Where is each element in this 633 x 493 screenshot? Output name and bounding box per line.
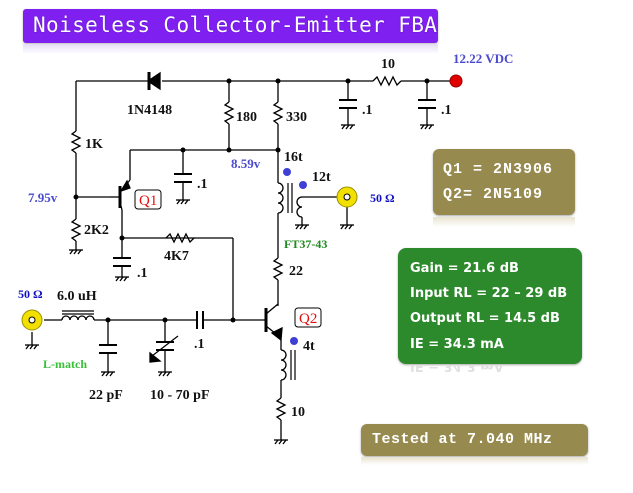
label-r10-emitter: 10 <box>291 405 305 420</box>
resistor-4k7 <box>165 232 195 244</box>
label-r330: 330 <box>286 110 307 125</box>
resistor-22 <box>272 257 284 281</box>
transistor-q1 <box>110 179 131 238</box>
resistor-2k2 <box>70 218 82 242</box>
resistor-180 <box>223 101 235 125</box>
supply-terminal <box>449 74 463 88</box>
label-r180: 180 <box>236 110 257 125</box>
label-c-q1-emitter: .1 <box>197 177 208 192</box>
supply-voltage: 12.22 VDC <box>453 51 513 66</box>
label-q1: Q1 <box>139 193 157 209</box>
title-reflection <box>23 44 438 54</box>
resistor-10-emitter <box>275 397 287 421</box>
label-c-q1-collector: .1 <box>137 266 148 281</box>
phase-dots <box>283 168 307 345</box>
results-box: Gain = 21.6 dB Input RL = 22 – 29 dB Out… <box>398 248 582 364</box>
resistor-1k <box>70 130 82 154</box>
label-c-22pf: 22 pF <box>89 388 123 403</box>
result-output-rl: Output RL = 14.5 dB <box>410 311 560 326</box>
title-banner: Noiseless Collector-Emitter FBA <box>23 9 438 43</box>
diode-1n4148 <box>146 71 161 91</box>
tested-frequency: Tested at 7.040 MHz <box>372 431 553 448</box>
q1-label-box <box>134 189 162 210</box>
model-line-1: Q1 = 2N3906 <box>443 161 554 178</box>
resistor-330 <box>272 101 284 125</box>
label-t-secondary: 12t <box>312 170 331 185</box>
label-t-emitter: 4t <box>303 339 315 354</box>
inductor-6uh <box>61 315 95 321</box>
label-r2k2: 2K2 <box>84 223 109 238</box>
result-ie: IE = 34.3 mA <box>410 337 504 352</box>
label-r4k7: 4K7 <box>164 249 189 264</box>
label-diode: 1N4148 <box>127 103 172 118</box>
label-c-supply-2: .1 <box>441 103 452 118</box>
label-c-trimmer: 10 - 70 pF <box>150 388 210 403</box>
result-input-rl: Input RL = 22 – 29 dB <box>410 286 568 301</box>
voltage-q1-base: 7.95v <box>28 190 58 205</box>
label-c-supply-1: .1 <box>362 103 373 118</box>
label-r1k: 1K <box>85 137 103 152</box>
transistor-models-box: Q1 = 2N3906 Q2= 2N5109 <box>433 149 575 215</box>
ground-icon <box>69 249 83 255</box>
resistor-10-supply <box>372 75 402 87</box>
voltage-q1-emitter: 8.59v <box>231 156 261 171</box>
results-reflection: IE = 34.3 mA <box>398 366 582 388</box>
result-gain: Gain = 21.6 dB <box>410 261 519 276</box>
transistor-q2 <box>233 303 283 342</box>
label-input-port: 50 Ω <box>18 287 43 301</box>
tested-reflection <box>361 457 588 465</box>
tested-box: Tested at 7.040 MHz <box>361 424 588 456</box>
input-connector <box>21 309 43 331</box>
label-c-coupling: .1 <box>194 337 205 352</box>
output-connector <box>336 186 358 208</box>
label-t-primary: 16t <box>284 150 303 165</box>
title: Noiseless Collector-Emitter FBA <box>33 13 438 37</box>
label-inductor: 6.0 uH <box>57 289 97 304</box>
result-ie-reflection: IE = 34.3 mA <box>410 366 504 373</box>
models-reflection <box>433 217 575 227</box>
label-output-port: 50 Ω <box>370 191 395 205</box>
label-r22: 22 <box>289 264 303 279</box>
q2-label-box <box>294 307 322 328</box>
model-line-2: Q2= 2N5109 <box>443 186 544 203</box>
label-q2: Q2 <box>299 311 317 327</box>
label-transformer-core: FT37-43 <box>284 237 327 251</box>
label-l-match: L-match <box>43 357 87 371</box>
label-r10-supply: 10 <box>381 57 395 72</box>
